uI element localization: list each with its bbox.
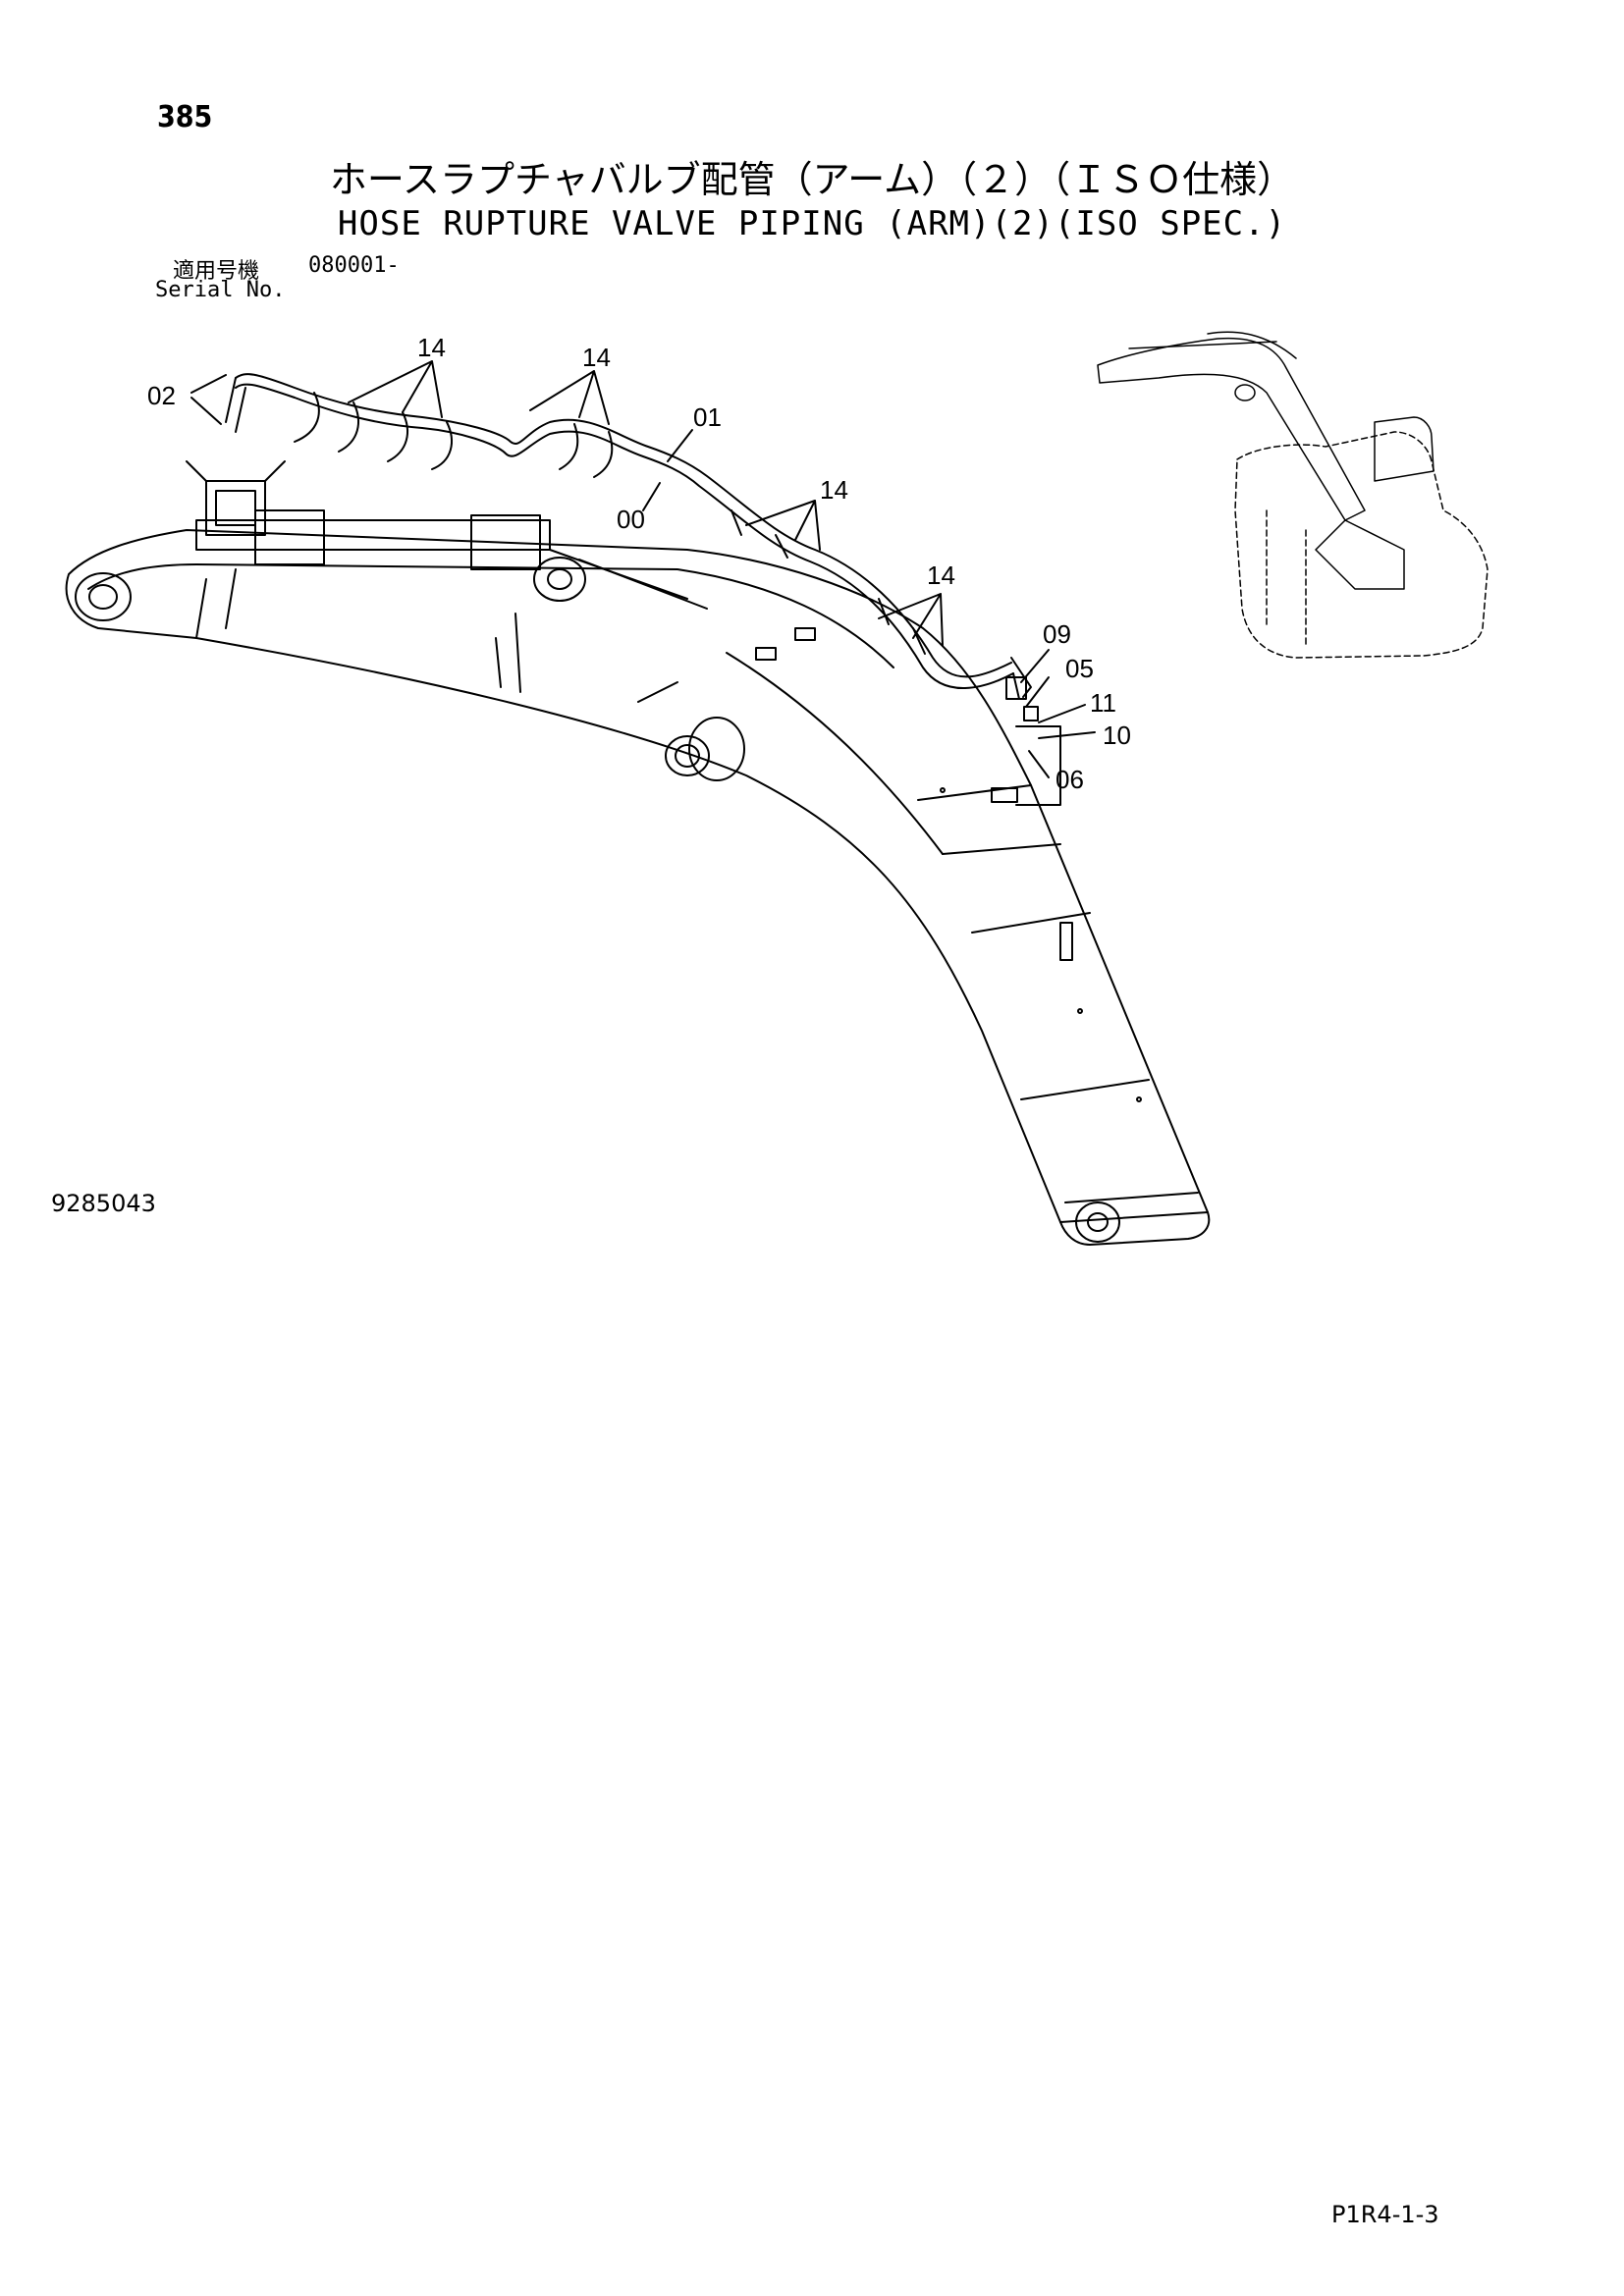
title-english: HOSE RUPTURE VALVE PIPING (ARM)(2)(ISO S… bbox=[337, 204, 1287, 243]
hose-rupture-valve bbox=[186, 460, 286, 536]
hose-pipe bbox=[225, 373, 1061, 806]
serial-label-japanese: 適用号機 bbox=[173, 259, 260, 284]
title-japanese: ホースラプチャバルブ配管（アーム）（２）（ＩＳＯ仕様） bbox=[329, 158, 1295, 201]
callout-00: 00 bbox=[617, 505, 645, 534]
arm-body bbox=[65, 529, 1211, 1246]
callout-14: 14 bbox=[417, 333, 446, 362]
callout-05: 05 bbox=[1065, 654, 1094, 683]
callout-11: 11 bbox=[1090, 688, 1116, 718]
leader-lines bbox=[190, 360, 1096, 778]
callout-06: 06 bbox=[1056, 765, 1084, 794]
callout-02: 02 bbox=[147, 381, 176, 410]
callout-10: 10 bbox=[1103, 721, 1131, 750]
drawing-number: 9285043 bbox=[51, 1190, 156, 1217]
page-number: 385 bbox=[157, 100, 213, 134]
excavator-location-thumbnail bbox=[1097, 331, 1489, 659]
arm-cylinder bbox=[195, 509, 708, 610]
callout-09: 09 bbox=[1043, 619, 1071, 649]
callout-14: 14 bbox=[820, 475, 848, 505]
callout-14: 14 bbox=[582, 343, 611, 372]
serial-number-range: 080001- bbox=[308, 253, 400, 278]
callout-01: 01 bbox=[693, 402, 722, 432]
page-code: P1R4-1-3 bbox=[1331, 2201, 1439, 2228]
serial-label-english: Serial No. bbox=[155, 278, 286, 302]
callout-14: 14 bbox=[927, 561, 955, 590]
